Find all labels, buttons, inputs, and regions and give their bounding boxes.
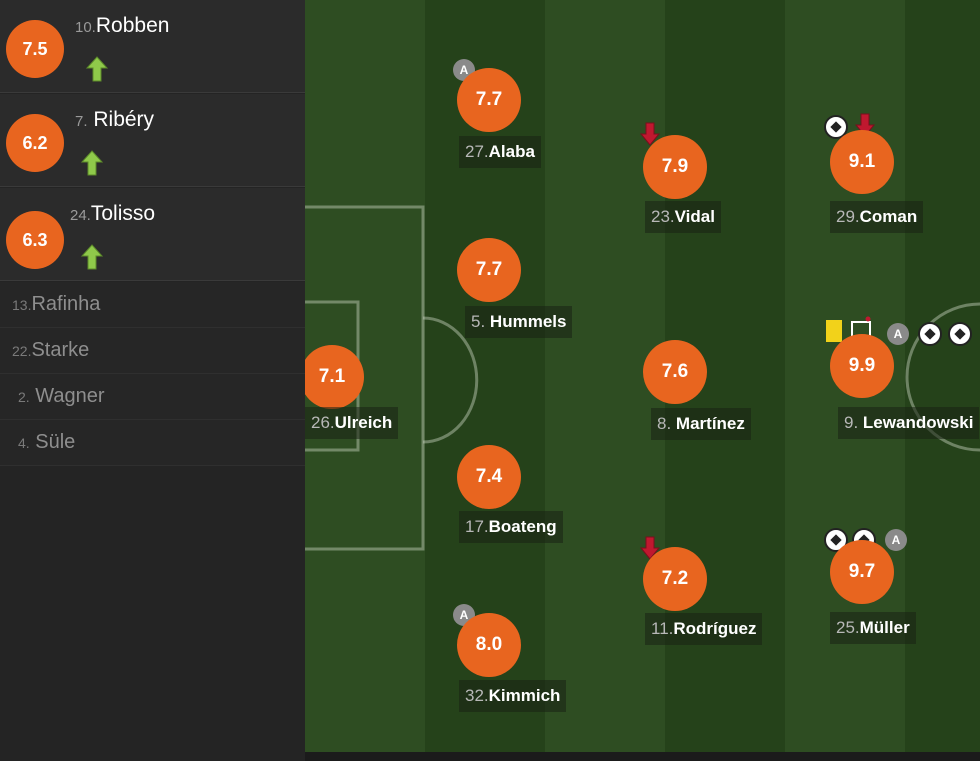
player-name: Martínez bbox=[675, 414, 745, 433]
shirt-number: 2. bbox=[18, 389, 30, 405]
player-rating: 7.9 bbox=[643, 135, 707, 199]
bench-panel: 7.5 10.Robben 6.2 7. Ribéry 6.3 24.Tolis… bbox=[0, 0, 305, 761]
player-label: 32.Kimmich bbox=[459, 680, 567, 712]
player-label: 17.Boateng bbox=[459, 511, 563, 543]
player-name-block: 24.Tolisso bbox=[70, 202, 155, 226]
player-rating: 8.0 bbox=[457, 613, 521, 677]
player-label: 11.Rodríguez bbox=[645, 613, 763, 645]
shirt-number: 23. bbox=[651, 207, 675, 226]
player-rating: 7.6 bbox=[643, 340, 707, 404]
substitute-row[interactable]: 7.5 10.Robben bbox=[0, 0, 305, 93]
player-rating: 7.7 bbox=[457, 68, 521, 132]
player-rating: 7.7 bbox=[457, 238, 521, 302]
shirt-number: 17. bbox=[465, 517, 489, 536]
player-label: 9. Lewandowski bbox=[838, 407, 980, 439]
substitute-row[interactable]: 6.3 24.Tolisso bbox=[0, 188, 305, 281]
player-name: Starke bbox=[31, 339, 90, 361]
sub-in-arrow-icon bbox=[80, 244, 104, 270]
assist-badge-icon: A bbox=[887, 323, 909, 345]
sub-in-arrow-icon bbox=[85, 56, 109, 82]
player-rating: 9.1 bbox=[830, 130, 894, 194]
sub-in-arrow-icon bbox=[80, 150, 104, 176]
pitch-bottom-border bbox=[305, 752, 980, 761]
shirt-number: 5. bbox=[471, 312, 486, 331]
player-label: 26.Ulreich bbox=[305, 407, 399, 439]
player-rating: 6.3 bbox=[6, 211, 64, 269]
player-name: Robben bbox=[95, 14, 170, 37]
player-label: 25.Müller bbox=[830, 612, 916, 644]
substitute-row[interactable]: 6.2 7. Ribéry bbox=[0, 94, 305, 187]
player-label: 29.Coman bbox=[830, 201, 924, 233]
player-rating: 7.1 bbox=[305, 345, 364, 409]
player-rating: 7.4 bbox=[457, 445, 521, 509]
shirt-number: 13. bbox=[12, 297, 32, 313]
player-label: 5. Hummels bbox=[465, 306, 573, 338]
shirt-number: 24. bbox=[70, 207, 91, 224]
player-name: Alaba bbox=[488, 142, 535, 161]
player-name: Tolisso bbox=[90, 202, 156, 225]
player-rating: 7.2 bbox=[643, 547, 707, 611]
goal-ball-icon bbox=[948, 322, 972, 346]
penalty-goal-icon bbox=[851, 316, 871, 340]
player-rating: 9.9 bbox=[830, 334, 894, 398]
shirt-number: 7. bbox=[75, 113, 88, 130]
reserve-row[interactable]: 22.Starke bbox=[0, 328, 305, 374]
pitch: 7.1 26.Ulreich A 7.7 27.Alaba 7.7 5. Hum… bbox=[305, 0, 980, 752]
shirt-number: 22. bbox=[12, 343, 32, 359]
player-name: Wagner bbox=[35, 385, 105, 407]
shirt-number: 4. bbox=[18, 435, 30, 451]
player-name: Rodríguez bbox=[673, 619, 757, 638]
sub-out-arrow-icon bbox=[639, 122, 661, 146]
reserve-row[interactable]: 4. Süle bbox=[0, 420, 305, 466]
player-name: Süle bbox=[35, 431, 76, 453]
shirt-number: 27. bbox=[465, 142, 489, 161]
goal-ball-icon bbox=[918, 322, 942, 346]
player-name: Lewandowski bbox=[862, 413, 974, 432]
shirt-number: 32. bbox=[465, 686, 489, 705]
player-name: Rafinha bbox=[31, 293, 101, 315]
player-name-block: 10.Robben bbox=[75, 14, 169, 38]
player-name: Hummels bbox=[489, 312, 567, 331]
player-label: 8. Martínez bbox=[651, 408, 751, 440]
shirt-number: 9. bbox=[844, 413, 859, 432]
yellow-card-icon bbox=[826, 320, 842, 342]
player-name-block: 7. Ribéry bbox=[75, 108, 154, 132]
player-rating: 6.2 bbox=[6, 114, 64, 172]
shirt-number: 11. bbox=[651, 619, 674, 638]
player-name: Kimmich bbox=[488, 686, 561, 705]
player-name: Müller bbox=[859, 618, 910, 637]
shirt-number: 26. bbox=[311, 413, 335, 432]
shirt-number: 25. bbox=[836, 618, 860, 637]
player-name: Vidal bbox=[674, 207, 715, 226]
player-name: Boateng bbox=[488, 517, 557, 536]
player-name: Ribéry bbox=[93, 108, 155, 131]
shirt-number: 29. bbox=[836, 207, 860, 226]
player-rating: 9.7 bbox=[830, 540, 894, 604]
goal-ball-icon bbox=[824, 528, 848, 552]
player-label: 23.Vidal bbox=[645, 201, 721, 233]
player-label: 27.Alaba bbox=[459, 136, 541, 168]
player-name: Coman bbox=[859, 207, 918, 226]
reserve-row[interactable]: 2. Wagner bbox=[0, 374, 305, 420]
shirt-number: 8. bbox=[657, 414, 672, 433]
shirt-number: 10. bbox=[75, 19, 96, 36]
player-rating: 7.5 bbox=[6, 20, 64, 78]
assist-badge-icon: A bbox=[885, 529, 907, 551]
reserve-row[interactable]: 13.Rafinha bbox=[0, 282, 305, 328]
player-name: Ulreich bbox=[334, 413, 393, 432]
